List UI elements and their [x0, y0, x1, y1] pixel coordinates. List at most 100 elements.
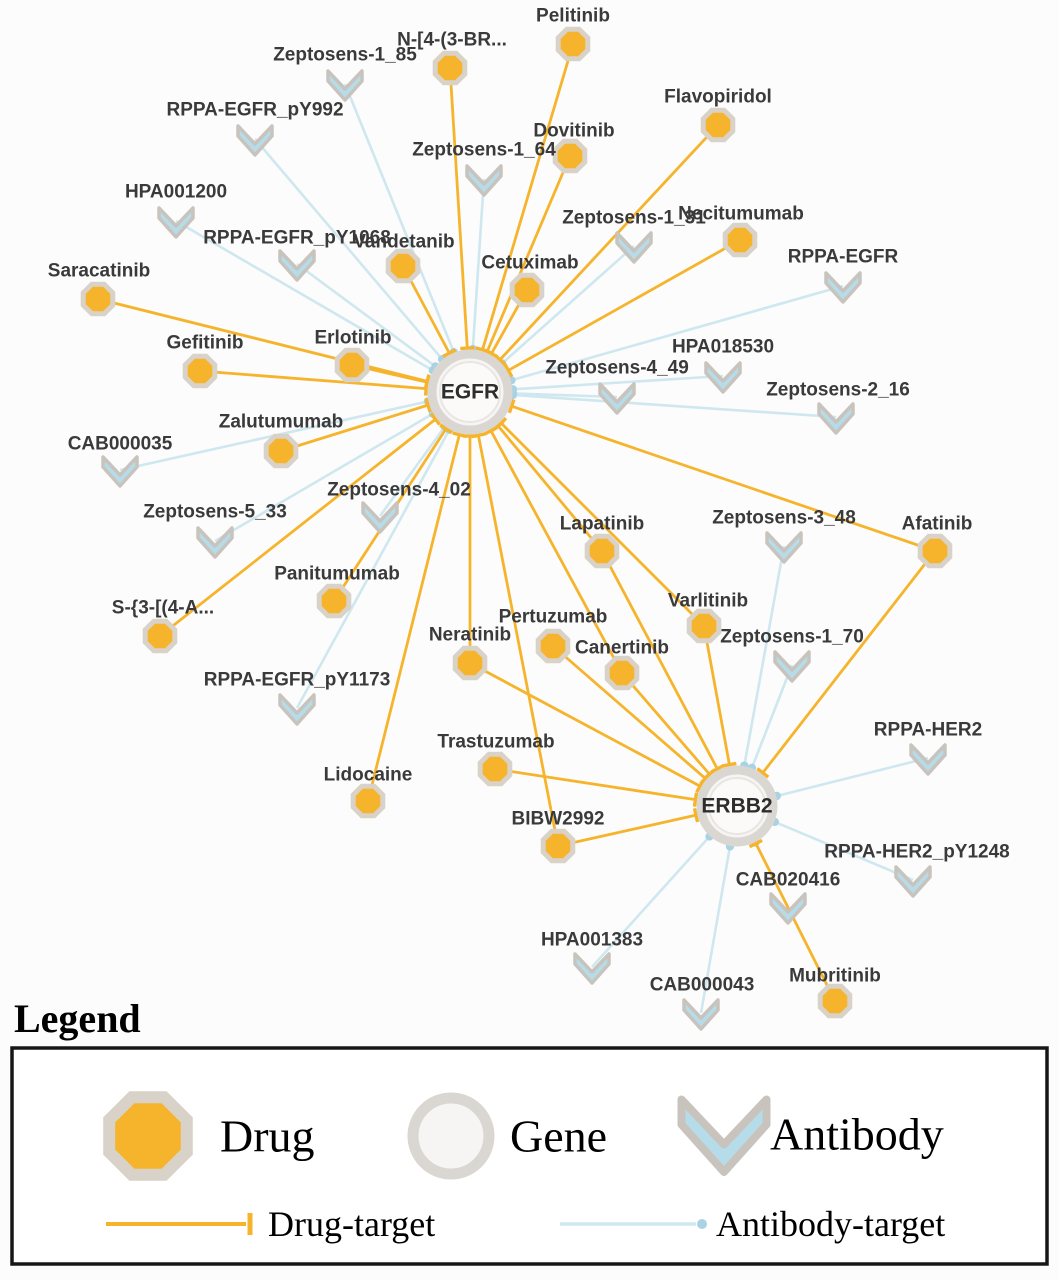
- antibody-node-rppa-her2_py1248[interactable]: [894, 865, 932, 898]
- antibody-target-edge: [591, 835, 711, 968]
- antibody-target-edge: [378, 426, 446, 517]
- drug-target-edge: [366, 434, 461, 802]
- drug-edge-tbar: [703, 768, 716, 781]
- gene-node-inner-ERBB2: [708, 777, 766, 835]
- drug-node-pertuzumab[interactable]: [535, 628, 571, 664]
- drug-node-lidocaine[interactable]: [350, 783, 386, 819]
- antibody-node-cab020416[interactable]: [769, 892, 807, 925]
- antibody-node-cab000035[interactable]: [101, 455, 139, 488]
- antibody-node-rppa-her2[interactable]: [909, 743, 947, 776]
- drug-target-edge: [469, 661, 701, 788]
- antibody-target-edge: [214, 412, 434, 543]
- antibody-node-zeptosens-1_64[interactable]: [465, 164, 503, 197]
- antibody-label-zeptosens-3_48: Zeptosens-3_48: [712, 508, 856, 529]
- antibody-label-zeptosens-1_85: Zeptosens-1_85: [273, 45, 417, 66]
- drug-node-necitumumab[interactable]: [722, 222, 758, 258]
- drug-label-lidocaine: Lidocaine: [324, 765, 413, 786]
- antibody-node-rppa-egfr_py992[interactable]: [236, 124, 274, 157]
- drug-target-edge: [199, 369, 427, 390]
- antibody-target-edge: [175, 219, 434, 372]
- drug-label-mubritinib: Mubritinib: [789, 966, 881, 987]
- antibody-node-hpa018530[interactable]: [704, 361, 742, 394]
- antibody-target-edge: [512, 374, 724, 391]
- antibody-node-zeptosens-1_70[interactable]: [773, 650, 811, 683]
- antibody-node-zeptosens-5_33[interactable]: [196, 526, 234, 559]
- drug-node-s3_4a[interactable]: [142, 618, 178, 654]
- antibody-node-zeptosens-3_48[interactable]: [765, 531, 803, 564]
- drug-node-zalutumumab[interactable]: [263, 433, 299, 469]
- drug-node-trastuzumab[interactable]: [477, 751, 513, 787]
- antibody-target-edge: [471, 178, 486, 350]
- antibody-label-zeptosens-1_70: Zeptosens-1_70: [720, 627, 864, 648]
- antibody-node-hpa001383[interactable]: [573, 952, 611, 985]
- antibody-label-zeptosens-1_64: Zeptosens-1_64: [412, 140, 556, 161]
- antibody-node-rppa-egfr[interactable]: [824, 271, 862, 304]
- drug-edge-tbar: [748, 838, 763, 849]
- drug-node-neratinib[interactable]: [452, 645, 488, 681]
- drug-node-saracatinib[interactable]: [80, 281, 116, 317]
- drug-target-edge: [498, 124, 720, 361]
- drug-node-canertinib[interactable]: [604, 655, 640, 691]
- antibody-node-rppa-egfr_py1068[interactable]: [278, 249, 316, 282]
- antibody-node-hpa001200[interactable]: [157, 206, 195, 239]
- drug-node-pelitinib[interactable]: [555, 26, 591, 62]
- drug-label-neratinib: Neratinib: [429, 625, 511, 646]
- drug-target-edge: [557, 813, 697, 848]
- drug-label-dovitinib: Dovitinib: [533, 121, 614, 142]
- drug-target-edge: [507, 238, 741, 372]
- drug-target-edge: [761, 550, 937, 774]
- antibody-target-edge: [776, 756, 929, 798]
- antibody-target-edge: [699, 846, 732, 1014]
- drug-label-gefitinib: Gefitinib: [166, 333, 243, 354]
- drug-edge-tbar: [695, 779, 705, 794]
- antibody-node-zeptosens-2_16[interactable]: [817, 402, 855, 435]
- drug-node-varlitinib[interactable]: [686, 608, 722, 644]
- antibody-target-edge: [743, 545, 786, 766]
- drug-edge-tbar: [692, 792, 699, 807]
- drug-node-vandetanib[interactable]: [385, 248, 421, 284]
- drug-node-mubritinib[interactable]: [817, 983, 853, 1019]
- drug-node-flavopiridol[interactable]: [700, 107, 736, 143]
- antibody-target-edge: [296, 262, 437, 368]
- antibody-node-cab000043[interactable]: [682, 998, 720, 1031]
- drug-target-edge: [280, 403, 429, 453]
- antibody-label-cab000043: CAB000043: [650, 975, 755, 996]
- drug-node-lapatinib[interactable]: [584, 533, 620, 569]
- drug-target-edge: [497, 424, 604, 552]
- drug-node-bibw2992[interactable]: [540, 828, 576, 864]
- antibody-node-zeptosens-4_02[interactable]: [361, 501, 399, 534]
- legend-antibody-label: Antibody: [770, 1109, 944, 1160]
- antibody-label-rppa-egfr_py992: RPPA-EGFR_pY992: [166, 100, 343, 121]
- drug-node-dovitinib[interactable]: [552, 138, 588, 174]
- drug-node-gefitinib[interactable]: [182, 353, 218, 389]
- drug-node-cetuximab[interactable]: [509, 272, 545, 308]
- drug-label-trastuzumab: Trastuzumab: [437, 732, 554, 753]
- drug-node-afatinib[interactable]: [917, 533, 953, 569]
- drug-node-n4_3br[interactable]: [432, 50, 468, 86]
- antibody-node-rppa-egfr_py1173[interactable]: [278, 693, 316, 726]
- legend-drug-label: Drug: [220, 1111, 315, 1162]
- antibody-label-zeptosens-1_31: Zeptosens-1_31: [562, 208, 706, 229]
- antibody-label-hpa018530: HPA018530: [672, 337, 774, 358]
- nodes-layer: [80, 26, 953, 1031]
- antibody-label-zeptosens-4_02: Zeptosens-4_02: [327, 480, 471, 501]
- antibody-label-zeptosens-5_33: Zeptosens-5_33: [143, 502, 287, 523]
- drug-label-s3_4a: S-{3-[(4-A...: [112, 598, 214, 619]
- antibody-target-edge: [501, 245, 635, 365]
- antibody-node-zeptosens-1_85[interactable]: [326, 69, 364, 102]
- antibody-node-zeptosens-4_49[interactable]: [598, 382, 636, 415]
- drug-node-panitumumab[interactable]: [316, 583, 352, 619]
- labels-layer: PelitinibN-[4-(3-BR...FlavopiridolDoviti…: [48, 6, 1010, 996]
- legend-drug-icon: [103, 1091, 193, 1181]
- drug-label-n4_3br: N-[4-(3-BR...: [397, 30, 507, 51]
- drug-target-edge: [600, 550, 719, 770]
- drug-node-erlotinib[interactable]: [334, 347, 370, 383]
- drug-edge-tbar: [439, 423, 453, 435]
- drug-label-varlitinib: Varlitinib: [668, 591, 748, 612]
- antibody-target-edge: [254, 138, 444, 361]
- drug-target-edge: [485, 155, 572, 353]
- drug-edge-tbar: [471, 432, 486, 439]
- antibody-target-edge: [512, 392, 618, 399]
- antibody-node-zeptosens-1_31[interactable]: [615, 231, 653, 264]
